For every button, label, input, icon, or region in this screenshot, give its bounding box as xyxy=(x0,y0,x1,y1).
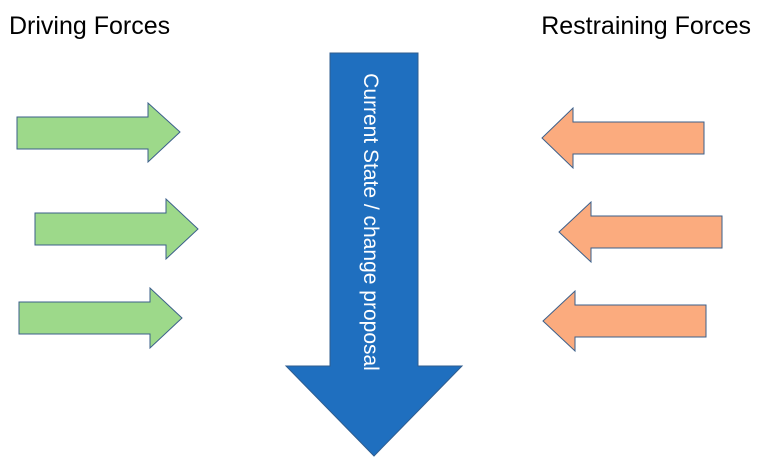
driving-force-arrow-2 xyxy=(34,197,199,261)
current-state-label: Current State / change proposal xyxy=(359,73,382,371)
driving-force-arrow-3 xyxy=(18,286,183,350)
current-state-arrow xyxy=(284,52,464,457)
driving-force-arrow-1 xyxy=(16,101,181,164)
driving-forces-heading: Driving Forces xyxy=(9,12,171,40)
restraining-force-arrow-2 xyxy=(558,200,723,264)
restraining-force-arrow-3 xyxy=(542,289,707,353)
restraining-force-arrow-1 xyxy=(541,106,705,170)
restraining-forces-heading: Restraining Forces xyxy=(541,12,751,40)
